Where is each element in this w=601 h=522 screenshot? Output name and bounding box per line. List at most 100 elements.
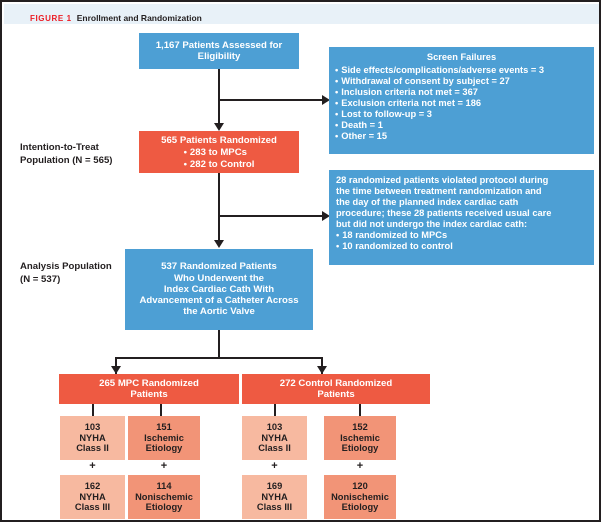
box-control-nonischemic: 120 Nonischemic Etiology <box>324 475 396 519</box>
box-screen-failures: Screen Failures Side effects/complicatio… <box>329 47 594 154</box>
box-ctl-ischemic-line3: Etiology <box>341 443 379 454</box>
box-patients-assessed-line1: 1,167 Patients Assessed for <box>155 39 283 51</box>
box-mpc-nyha2-count: 103 <box>84 421 101 432</box>
box-protocol-violation-line5: but did not undergo the index cardiac ca… <box>336 218 528 229</box>
list-item: Death = 1 <box>335 120 544 131</box>
connector-randomized-to-analysis <box>218 173 220 245</box>
connector-to-protocol-violation <box>218 215 324 217</box>
list-item: 282 to Control <box>184 159 255 170</box>
box-ctl-nonischemic-count: 120 <box>352 480 368 491</box>
box-ctl-nyha3-line3: Class III <box>256 502 293 513</box>
box-protocol-violation-line2: the time between treatment randomization… <box>336 185 542 196</box>
box-control-ischemic: 152 Ischemic Etiology <box>324 416 396 460</box>
box-protocol-violation-line3: the day of the planned index cardiac cat… <box>336 196 519 207</box>
box-control-group-line2: Patients <box>317 389 355 400</box>
box-analysis-line2: Who Underwent the <box>173 272 265 284</box>
box-ctl-nonischemic-line2: Nonischemic <box>331 491 389 502</box>
box-ctl-ischemic-line2: Ischemic <box>340 432 380 443</box>
box-ctl-nonischemic-line3: Etiology <box>341 502 379 513</box>
plus-control-nyha: + <box>271 460 278 472</box>
box-mpc-ischemic-line2: Ischemic <box>144 432 184 443</box>
box-mpc-group-line1: 265 MPC Randomized <box>99 377 199 389</box>
connector-to-screen-failures <box>218 99 324 101</box>
box-analysis-population: 537 Randomized Patients Who Underwent th… <box>125 249 313 330</box>
box-ctl-nyha2-count: 103 <box>266 421 283 432</box>
connector-mpc-to-nyha <box>92 404 94 416</box>
box-mpc-nonischemic: 114 Nonischemic Etiology <box>128 475 200 519</box>
box-ctl-ischemic-count: 152 <box>352 421 368 432</box>
box-ctl-nyha2-line2: NYHA <box>261 432 288 443</box>
box-mpc-ischemic-line3: Etiology <box>145 443 183 454</box>
box-patients-assessed-line2: Eligibility <box>197 51 241 62</box>
box-mpc-randomized-group: 265 MPC Randomized Patients <box>59 374 239 404</box>
box-mpc-nyha-class-3: 162 NYHA Class III <box>60 475 125 519</box>
arrowhead-to-protocol-violation <box>322 211 330 221</box>
box-protocol-violation-line4: procedure; these 28 patients received us… <box>336 207 552 218</box>
list-item: Inclusion criteria not met = 367 <box>335 87 544 98</box>
label-intention-to-treat: Intention-to-Treat Population (N = 565) <box>20 142 145 167</box>
list-item: Other = 15 <box>335 131 544 142</box>
box-patients-randomized: 565 Patients Randomized 283 to MPCs 282 … <box>139 131 299 173</box>
box-protocol-violation-line1: 28 randomized patients violated protocol… <box>336 175 549 185</box>
connector-split-horizontal <box>115 357 322 359</box>
label-analysis-population-line2: (N = 537) <box>20 273 61 285</box>
connector-mpc-to-etiology <box>160 404 162 416</box>
screen-failures-list: Side effects/complications/adverse event… <box>335 65 544 142</box>
box-patients-assessed: 1,167 Patients Assessed for Eligibility <box>139 33 299 69</box>
list-item: Side effects/complications/adverse event… <box>335 65 544 76</box>
box-mpc-ischemic-count: 151 <box>156 421 172 432</box>
box-mpc-nonischemic-line3: Etiology <box>145 502 183 513</box>
randomized-list: 283 to MPCs 282 to Control <box>184 147 255 170</box>
arrowhead-to-mpc-group <box>111 366 121 374</box>
figure-header-text: FIGURE 1 Enrollment and Randomization <box>30 8 202 26</box>
box-mpc-nyha2-line2: NYHA <box>79 432 106 443</box>
arrowhead-to-screen-failures <box>322 95 330 105</box>
list-item: Lost to follow-up = 3 <box>335 109 544 120</box>
box-ctl-nyha2-line3: Class II <box>258 443 291 454</box>
box-mpc-nyha3-count: 162 <box>84 480 101 491</box>
connector-analysis-trunk <box>218 330 220 358</box>
box-control-nyha-class-2: 103 NYHA Class II <box>242 416 307 460</box>
label-intention-to-treat-line2: Population (N = 565) <box>20 154 113 166</box>
list-item: 10 randomized to control <box>336 241 453 252</box>
box-analysis-line1: 537 Randomized Patients <box>161 261 277 273</box>
box-screen-failures-title: Screen Failures <box>426 52 497 62</box>
box-mpc-group-line2: Patients <box>130 389 168 400</box>
page-title: Enrollment and Randomization <box>76 13 202 23</box>
box-control-nyha-class-3: 169 NYHA Class III <box>242 475 307 519</box>
box-mpc-nonischemic-count: 114 <box>156 480 172 491</box>
plus-control-etiology: + <box>356 460 364 472</box>
box-mpc-nonischemic-line2: Nonischemic <box>135 491 193 502</box>
figure-header-bar: FIGURE 1 Enrollment and Randomization <box>4 4 599 26</box>
connector-split-left <box>115 357 117 374</box>
box-mpc-nyha3-line2: NYHA <box>79 491 106 502</box>
figure-number-label: FIGURE 1 <box>30 14 72 23</box>
arrowhead-to-control-group <box>317 366 327 374</box>
label-analysis-population: Analysis Population (N = 537) <box>20 261 145 286</box>
box-mpc-nyha2-line3: Class II <box>76 443 109 454</box>
connector-control-to-etiology <box>359 404 361 416</box>
box-analysis-line3: Index Cardiac Cath With <box>163 283 275 295</box>
box-control-randomized-group: 272 Control Randomized Patients <box>242 374 430 404</box>
label-intention-to-treat-line1: Intention-to-Treat <box>20 142 99 153</box>
arrowhead-to-analysis <box>214 240 224 248</box>
connector-split-right <box>321 357 323 374</box>
box-protocol-violation: 28 randomized patients violated protocol… <box>329 170 594 265</box>
arrowhead-to-randomized <box>214 123 224 131</box>
box-ctl-nyha3-count: 169 <box>266 480 283 491</box>
box-mpc-ischemic: 151 Ischemic Etiology <box>128 416 200 460</box>
label-analysis-population-line1: Analysis Population <box>20 261 112 272</box>
box-analysis-line4: Advancement of a Catheter Across <box>139 295 299 307</box>
box-mpc-nyha3-line3: Class III <box>74 502 111 513</box>
box-mpc-nyha-class-2: 103 NYHA Class II <box>60 416 125 460</box>
connector-control-to-nyha <box>274 404 276 416</box>
connector-assessed-to-randomized <box>218 69 220 127</box>
list-item: 18 randomized to MPCs <box>336 230 453 241</box>
list-item: Exclusion criteria not met = 186 <box>335 98 544 109</box>
plus-mpc-nyha: + <box>89 460 96 472</box>
protocol-violation-list: 18 randomized to MPCs 10 randomized to c… <box>336 230 453 252</box>
list-item: 283 to MPCs <box>184 147 255 158</box>
box-analysis-line5: the Aortic Valve <box>183 306 255 318</box>
box-control-group-line1: 272 Control Randomized <box>279 377 393 389</box>
